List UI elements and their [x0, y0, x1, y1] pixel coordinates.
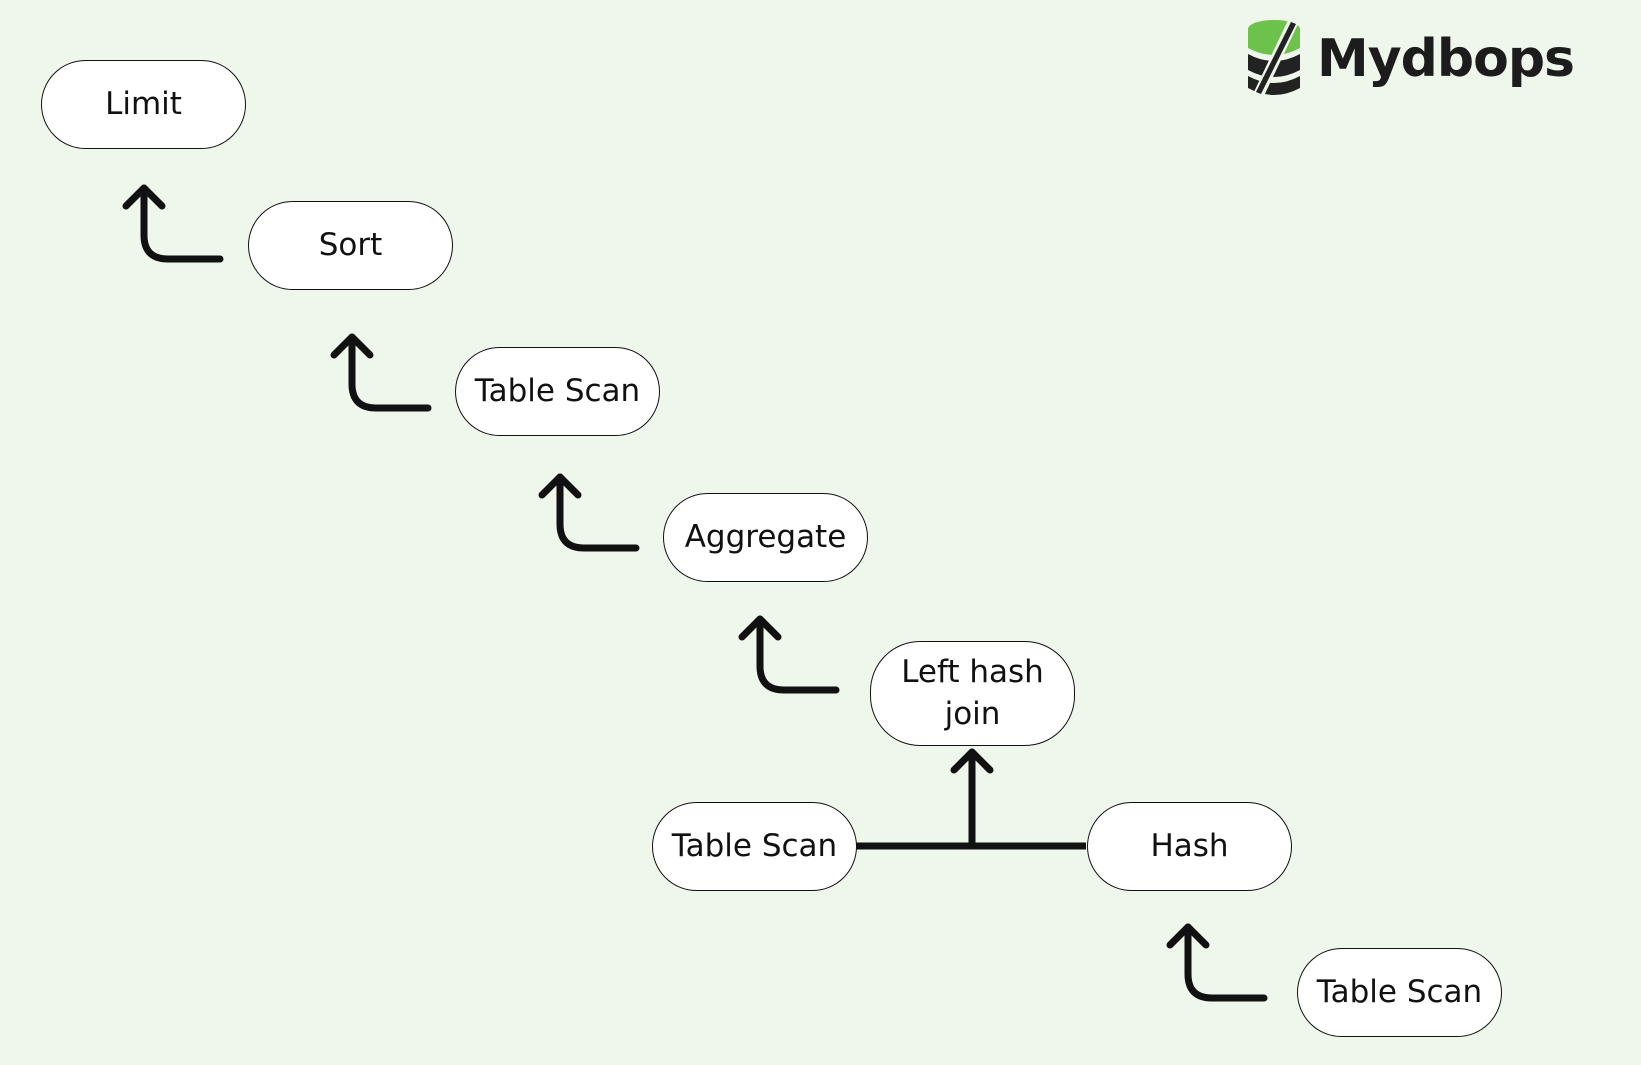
node-table-scan-1: Table Scan	[455, 347, 660, 436]
node-table-scan-3: Table Scan	[1297, 948, 1502, 1037]
arrow-head-inputs-to-join	[950, 748, 994, 774]
arrow-aggregate-to-tablescan1	[556, 473, 640, 552]
node-left-hash-join: Left hash join	[870, 641, 1075, 746]
node-aggregate: Aggregate	[663, 493, 868, 582]
arrow-sort-to-limit	[140, 184, 224, 263]
arrow-tablescan1-to-sort	[348, 333, 432, 412]
arrow-head-tablescan3-to-hash	[1166, 923, 1210, 949]
mydbops-logo: Mydbops	[1245, 16, 1575, 102]
arrow-join-to-aggregate	[756, 615, 840, 694]
arrow-head-tablescan1-to-sort	[330, 333, 374, 359]
arrow-tablescan3-to-hash	[1184, 923, 1268, 1002]
arrow-head-join-to-aggregate	[738, 615, 782, 641]
node-table-scan-2: Table Scan	[652, 802, 857, 891]
node-hash: Hash	[1087, 802, 1292, 891]
logo-text: Mydbops	[1317, 29, 1575, 89]
database-cylinder-icon	[1248, 18, 1300, 98]
arrow-head-aggregate-to-tablescan1	[538, 473, 582, 499]
node-sort: Sort	[248, 201, 453, 290]
node-limit: Limit	[41, 60, 246, 149]
arrow-head-sort-to-limit	[122, 184, 166, 210]
